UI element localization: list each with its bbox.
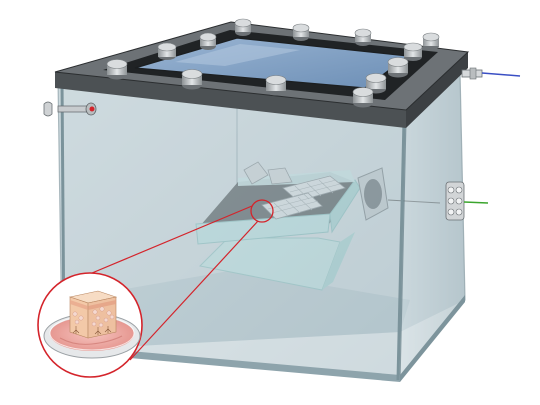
zoom-line-top <box>91 205 253 274</box>
zoom-target-circle <box>250 199 274 223</box>
chamber-front-bottom-edge <box>62 345 400 382</box>
lid-bolts <box>106 18 440 108</box>
bolt-icon <box>181 69 203 90</box>
lid-front-edge <box>55 72 406 128</box>
petri-dish-icon <box>68 290 118 339</box>
tissue-culture-dish <box>43 290 141 359</box>
bolt-icon <box>199 32 217 50</box>
side-ports <box>43 67 521 221</box>
bolt-icon <box>292 23 310 41</box>
lid-window-reflection <box>175 44 300 66</box>
zoom-line-bottom <box>129 220 259 361</box>
lid-right-edge <box>406 52 468 128</box>
bolt-icon <box>352 87 374 108</box>
bolt-icon <box>106 59 128 80</box>
port-icon <box>43 101 97 117</box>
zoom-callout <box>37 199 274 378</box>
chamber-right-bottom-edge <box>400 295 465 382</box>
bolt-icon <box>387 57 409 78</box>
bolt-icon <box>422 32 440 50</box>
bolt-icon <box>354 28 372 46</box>
port-icon <box>445 181 489 221</box>
bolt-icon <box>157 42 177 60</box>
chamber-glass <box>57 70 466 382</box>
port-icon <box>461 67 521 80</box>
bolt-icon <box>265 75 287 96</box>
bolt-icon <box>403 42 423 61</box>
bolt-icon <box>234 18 252 36</box>
